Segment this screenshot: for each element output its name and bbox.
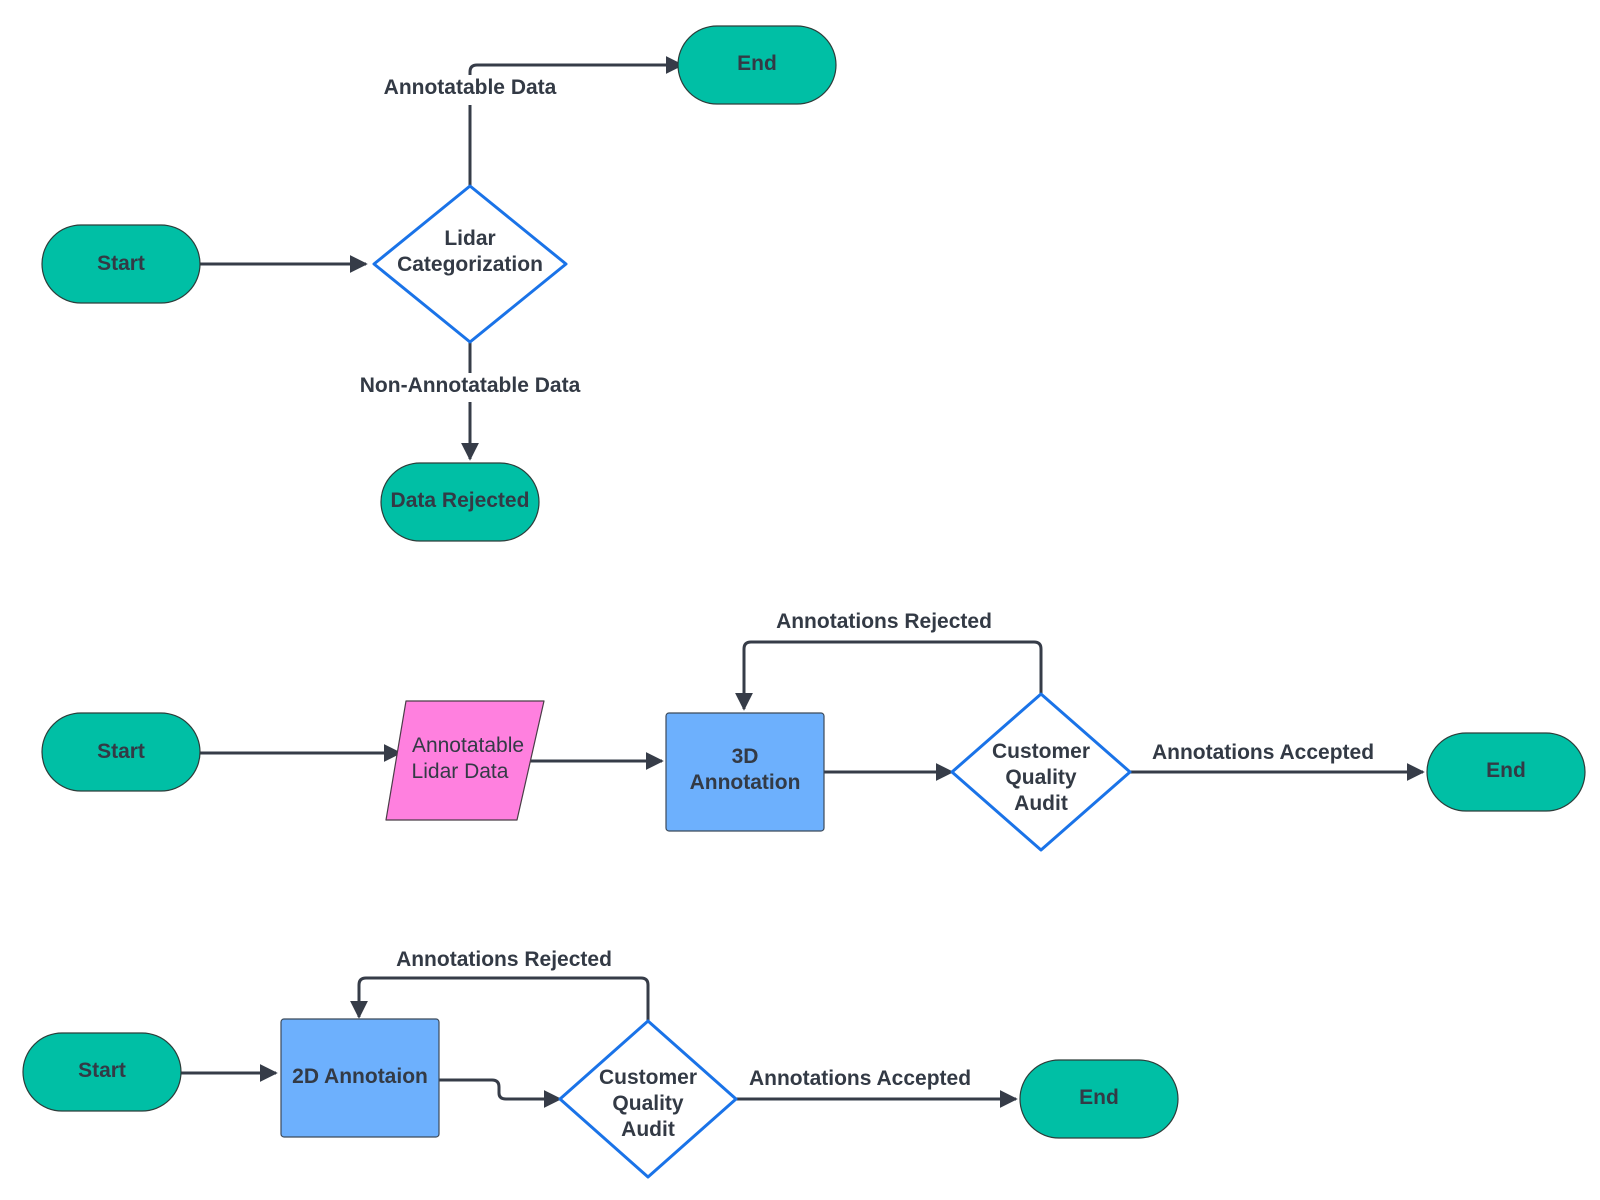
customer-quality-audit-decision-3[interactable]: Customer Quality Audit — [558, 1019, 738, 1179]
annotations-accepted-label-3: Annotations Accepted — [749, 1067, 971, 1090]
end-terminal[interactable]: End — [677, 25, 837, 105]
audit-label-line3: Audit — [1014, 792, 1068, 815]
start-terminal[interactable]: Start — [41, 224, 201, 304]
audit3-label-line3: Audit — [621, 1118, 675, 1141]
audit3-label-line2: Quality — [612, 1092, 684, 1115]
lidar-categorization-decision[interactable]: Lidar Categorization — [372, 184, 568, 344]
decision-label-line1: Lidar — [444, 227, 495, 250]
flow-1: Start Lidar Categorization End Data Reje… — [41, 25, 837, 542]
2d-annotation-process[interactable]: 2D Annotaion — [280, 1018, 440, 1138]
end-terminal-2[interactable]: End — [1426, 732, 1586, 812]
flow-3: Start 2D Annotaion Customer Quality Audi… — [22, 948, 1179, 1179]
annotations-accepted-label: Annotations Accepted — [1152, 741, 1374, 764]
start-label: Start — [97, 252, 145, 275]
edge-audit-rejected-loop-3 — [350, 976, 650, 1021]
audit-label-line2: Quality — [1005, 766, 1077, 789]
3d-annotation-process[interactable]: 3D Annotation — [665, 712, 825, 832]
process-label-2d: 2D Annotaion — [292, 1065, 428, 1088]
edge-2d-to-audit — [439, 1078, 562, 1108]
customer-quality-audit-decision[interactable]: Customer Quality Audit — [950, 692, 1132, 852]
end-label-2: End — [1486, 759, 1526, 782]
annotations-rejected-label: Annotations Rejected — [776, 610, 992, 633]
start-label-2: Start — [97, 740, 145, 763]
annotatable-data-label: Annotatable Data — [384, 76, 557, 99]
start-terminal-2[interactable]: Start — [41, 712, 201, 792]
start-label-3: Start — [78, 1059, 126, 1082]
end-label: End — [737, 52, 777, 75]
decision-label-line2: Categorization — [397, 253, 543, 276]
audit3-label-line1: Customer — [599, 1066, 697, 1089]
annotations-rejected-label-3: Annotations Rejected — [396, 948, 612, 971]
end-label-3: End — [1079, 1086, 1119, 1109]
non-annotatable-data-label: Non-Annotatable Data — [360, 374, 581, 397]
process-label-line1: 3D — [732, 745, 759, 768]
flow-2: Start Annotatable Lidar Data 3D Annotati… — [41, 610, 1586, 852]
input-label-line2: Lidar Data — [412, 760, 509, 783]
input-label-line1: Annotatable — [412, 734, 524, 757]
process-label-line2: Annotation — [690, 771, 801, 794]
edge-decision-to-end-top — [468, 56, 684, 75]
edge-audit-rejected-loop — [735, 640, 1043, 711]
data-rejected-terminal[interactable]: Data Rejected — [380, 462, 540, 542]
data-rejected-label: Data Rejected — [391, 489, 530, 512]
annotatable-lidar-data-input[interactable]: Annotatable Lidar Data — [385, 700, 545, 821]
audit-label-line1: Customer — [992, 740, 1090, 763]
start-terminal-3[interactable]: Start — [22, 1032, 182, 1112]
end-terminal-3[interactable]: End — [1019, 1059, 1179, 1139]
